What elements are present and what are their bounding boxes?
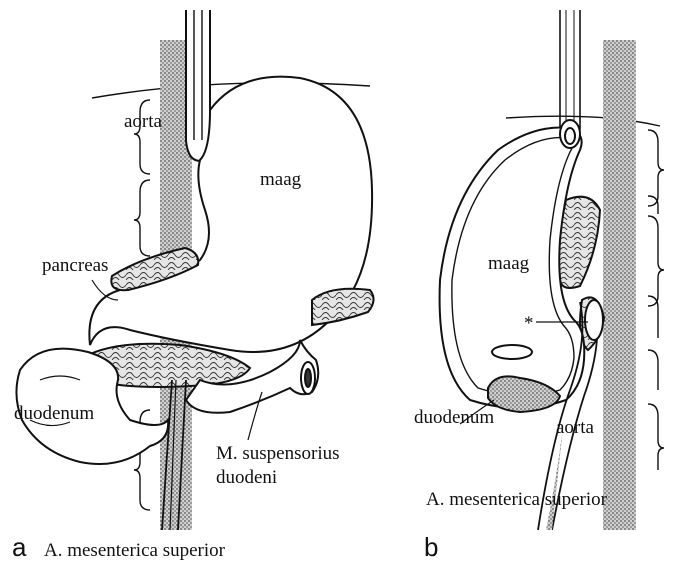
label-aorta-a: aorta bbox=[124, 112, 162, 131]
label-duodenum-b: duodenum bbox=[414, 408, 494, 427]
esophagus-a bbox=[186, 10, 210, 161]
label-artery-b: A. mesenterica superior bbox=[426, 490, 607, 509]
label-artery-a: A. mesenterica superior bbox=[44, 541, 225, 560]
panel-letter-a: a bbox=[12, 534, 26, 560]
esophagus-b bbox=[560, 10, 580, 130]
compressed-duodenum-b bbox=[585, 300, 603, 340]
pylorus-opening-b bbox=[492, 345, 532, 359]
panel-letter-b: b bbox=[424, 534, 438, 560]
label-pancreas-a: pancreas bbox=[42, 256, 108, 275]
label-aorta-b: aorta bbox=[556, 418, 594, 437]
pancreas-b bbox=[559, 197, 600, 288]
panel-b-drawing bbox=[440, 10, 664, 530]
aorta-column-b bbox=[603, 40, 636, 530]
label-asterisk-b: * bbox=[524, 314, 534, 333]
label-stomach-a: maag bbox=[260, 170, 301, 189]
label-muscle-a: M. suspensorius bbox=[216, 444, 340, 463]
label-stomach-b: maag bbox=[488, 254, 529, 273]
label-muscle2-a: duodeni bbox=[216, 468, 277, 487]
pancreas-tail-a bbox=[312, 289, 374, 325]
vertebrae-brackets-b bbox=[648, 130, 664, 470]
label-duodenum-a: duodenum bbox=[14, 404, 94, 423]
diaphragm-line-b bbox=[506, 116, 660, 126]
